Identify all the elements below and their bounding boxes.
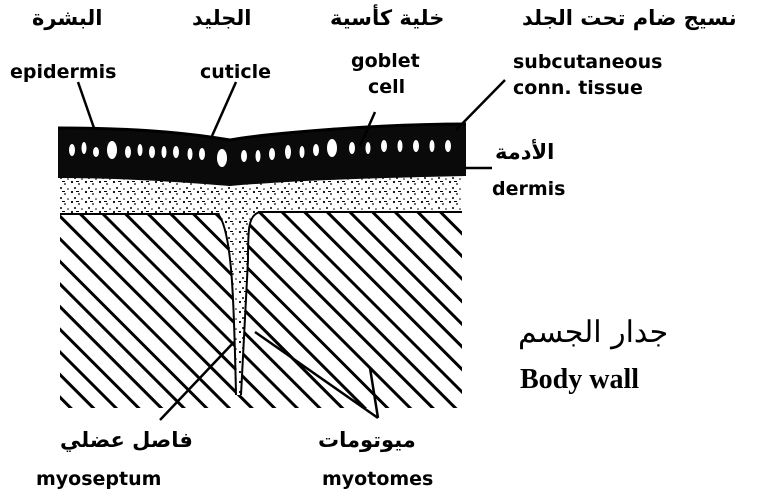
body-wall-arabic-title: جدار الجسم bbox=[518, 318, 668, 348]
conn-tissue-label: conn. tissue bbox=[513, 79, 643, 98]
myoseptum-arabic-label: فاصل عضلي bbox=[60, 430, 193, 451]
goblet-cell-arabic-label: خلية كأسية bbox=[330, 8, 444, 29]
myotomes-label: myotomes bbox=[322, 470, 433, 489]
epidermis-band bbox=[58, 124, 466, 186]
goblet-label: goblet bbox=[351, 52, 420, 71]
myoseptum-label: myoseptum bbox=[36, 470, 161, 489]
dermis-arabic-label: الأدمة bbox=[495, 142, 554, 163]
dermis-label: dermis bbox=[492, 180, 565, 199]
epidermis-arabic-label: البشرة bbox=[32, 8, 103, 29]
subcutaneous-arabic-label: نسيج ضام تحت الجلد bbox=[522, 8, 737, 29]
body-wall-title: Body wall bbox=[520, 366, 639, 394]
myotomes-arabic-label: ميوتومات bbox=[318, 430, 416, 451]
cuticle-label: cuticle bbox=[200, 63, 271, 82]
subcutaneous-label: subcutaneous bbox=[513, 53, 662, 72]
epidermis-label: epidermis bbox=[10, 63, 116, 82]
myotomes-region bbox=[60, 200, 462, 408]
cuticle-arabic-label: الجليد bbox=[192, 8, 252, 29]
cell-label: cell bbox=[368, 78, 405, 97]
